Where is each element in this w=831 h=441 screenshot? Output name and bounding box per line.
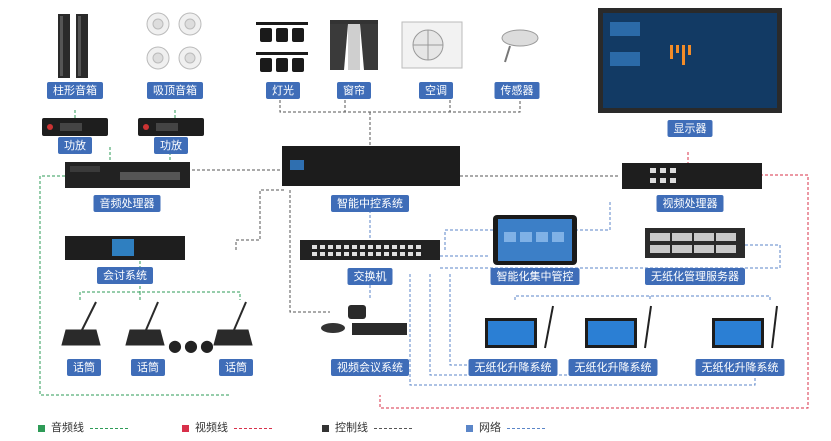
central-control-host-icon [282, 146, 460, 186]
label-paperless-server: 无纸化管理服务器 [645, 268, 745, 285]
video-conference-icon [321, 305, 407, 335]
ceiling-speaker-icon [146, 12, 202, 70]
control-tablet-icon [493, 215, 577, 265]
microphone-icon [61, 301, 253, 346]
curtain-icon [330, 20, 378, 70]
label-mic-2: 话筒 [131, 359, 165, 376]
label-paperless-lift-3: 无纸化升降系统 [695, 359, 785, 376]
label-mic-3: 话筒 [219, 359, 253, 376]
legend-video-text: 视频线 [195, 421, 228, 434]
sensor-icon [501, 29, 539, 63]
video-swatch-icon [182, 424, 189, 432]
audio-swatch-icon [38, 424, 45, 432]
display-screen-icon [598, 8, 782, 113]
paperless-lift-icon [485, 305, 778, 349]
stage-light-icon [256, 22, 308, 72]
network-line-sample [507, 427, 545, 429]
label-amplifier-1: 功放 [58, 137, 92, 154]
control-lines [190, 90, 620, 313]
label-smart-control: 智能化集中管控 [490, 268, 580, 285]
video-processor-icon [622, 163, 762, 189]
label-column-speaker: 柱形音箱 [47, 82, 103, 99]
air-conditioner-icon [401, 21, 463, 69]
label-paperless-lift-1: 无纸化升降系统 [468, 359, 558, 376]
label-amplifier-2: 功放 [154, 137, 188, 154]
column-speaker-icon [58, 14, 88, 78]
amplifier-icon [42, 118, 204, 136]
legend-network-text: 网络 [479, 421, 501, 434]
label-central-control: 智能中控系统 [331, 195, 409, 212]
label-video-conference: 视频会议系统 [331, 359, 409, 376]
label-sensor: 传感器 [494, 82, 540, 99]
control-line-sample [374, 427, 412, 429]
network-switch-icon [300, 240, 440, 260]
legend-video: 视频线 [182, 420, 272, 436]
network-swatch-icon [466, 424, 473, 432]
label-audio-processor: 音频处理器 [93, 195, 161, 212]
label-curtain: 窗帘 [337, 82, 371, 99]
label-switch: 交换机 [347, 268, 393, 285]
audio-line-sample [90, 427, 128, 429]
more-mics-ellipsis: ●●● [168, 336, 216, 355]
label-display: 显示器 [667, 120, 713, 137]
label-lighting: 灯光 [266, 82, 300, 99]
legend-audio: 音频线 [38, 420, 128, 436]
legend-control-text: 控制线 [335, 421, 368, 434]
label-air-conditioner: 空调 [419, 82, 453, 99]
label-mic-1: 话筒 [67, 359, 101, 376]
legend-network: 网络 [466, 420, 545, 436]
control-swatch-icon [322, 424, 329, 432]
video-line-sample [234, 427, 272, 429]
paperless-server-icon [645, 228, 745, 258]
legend-audio-text: 音频线 [51, 421, 84, 434]
conference-host-icon [65, 236, 185, 260]
video-lines [379, 152, 809, 409]
legend-control: 控制线 [322, 420, 412, 436]
label-conference-system: 会讨系统 [97, 267, 153, 284]
audio-processor-icon [65, 162, 190, 188]
label-video-processor: 视频处理器 [656, 195, 724, 212]
label-ceiling-speaker: 吸顶音箱 [147, 82, 203, 99]
label-paperless-lift-2: 无纸化升降系统 [568, 359, 658, 376]
